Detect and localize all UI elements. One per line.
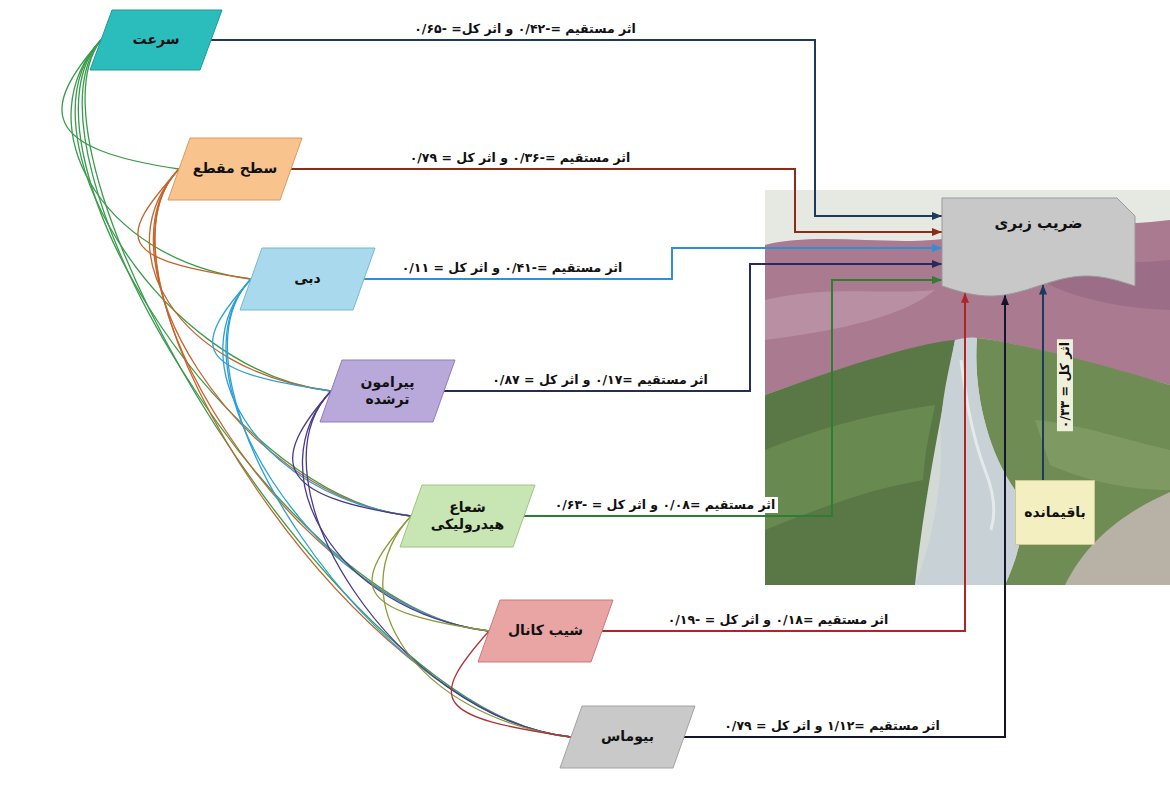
node-text-group: باقیمانده xyxy=(1024,504,1086,522)
para-outline-shape xyxy=(320,360,455,422)
node-text-group: شیب کانال xyxy=(502,622,589,640)
node-label: دبی xyxy=(264,270,351,288)
variable-box: شعاع هیدرولیکی xyxy=(400,485,535,547)
effect-arrow xyxy=(1042,285,1044,481)
correlation-curve xyxy=(306,391,571,737)
variable-box: بیوماس xyxy=(560,706,695,768)
effect-arrow xyxy=(684,295,1005,737)
effect-label: اثر مستقیم =۱/۱۲ و اثر کل = ۰/۷۹ xyxy=(721,718,943,734)
node-label: باقیمانده xyxy=(1024,504,1086,522)
rect-outline-shape xyxy=(1016,481,1095,545)
node-text-group: شعاع هیدرولیکی xyxy=(424,499,511,534)
correlation-curve xyxy=(153,169,411,516)
variable-box: شیب کانال xyxy=(478,600,613,662)
effect-label: اثر مستقیم =-۰/۳۶ و اثر کل = ۰/۷۹ xyxy=(407,150,634,166)
effect-label: اثر کل = ۰/۳۳ xyxy=(1057,339,1073,431)
variable-box: دبی xyxy=(240,248,375,310)
doc-outline xyxy=(942,198,1135,298)
variable-box: سطح مقطع xyxy=(168,138,302,200)
variable-box: سرعت xyxy=(90,10,222,70)
para-outline-shape xyxy=(400,485,535,547)
para-outline-shape xyxy=(478,600,613,662)
correlation-curve xyxy=(78,40,411,516)
para-outline-shape xyxy=(168,138,302,200)
node-text-group: بیوماس xyxy=(584,728,671,746)
effect-label: اثر مستقیم =۰/۱۸ و اثر کل = -۰/۱۹ xyxy=(665,612,892,628)
node-label: پیرامون ترشده xyxy=(344,374,431,409)
node-label: شعاع هیدرولیکی xyxy=(424,499,511,534)
effect-label: اثر مستقیم =-۰/۴۲ و اثر کل= -۰/۶۵ xyxy=(411,21,639,37)
node-label: سرعت xyxy=(114,31,198,49)
node-text-group: پیرامون ترشده xyxy=(344,374,431,409)
effect-label: اثر مستقیم =۰/۰۸ و اثر کل = -۰/۶۳ xyxy=(552,497,779,513)
residual-box: باقیمانده xyxy=(1015,480,1095,545)
variable-box: پیرامون ترشده xyxy=(320,360,455,422)
para-outline-shape xyxy=(560,706,695,768)
correlation-curve xyxy=(226,279,489,631)
correlation-curve xyxy=(155,169,489,631)
effect-arrow xyxy=(291,169,942,232)
node-label: سطح مقطع xyxy=(192,160,278,178)
effect-arrow xyxy=(211,40,942,216)
node-text-group: دبی xyxy=(264,270,351,288)
effect-arrow xyxy=(602,293,965,631)
effect-label: اثر مستقیم =-۰/۴۱ و اثر کل = ۰/۱۱ xyxy=(399,260,626,276)
node-label: بیوماس xyxy=(584,728,671,746)
para-outline-shape xyxy=(90,10,222,70)
doc-outline-shape xyxy=(942,198,1135,296)
effect-arrow xyxy=(444,264,942,391)
correlation-curve xyxy=(227,279,571,737)
outcome-document: ضریب زبری xyxy=(942,198,1135,298)
para-outline-shape xyxy=(240,248,375,310)
correlation-curve xyxy=(75,40,331,391)
node-text-group: ضریب زبری xyxy=(995,198,1083,233)
node-label: شیب کانال xyxy=(502,622,589,640)
effect-arrow xyxy=(524,280,942,516)
node-label: ضریب زبری xyxy=(995,214,1083,233)
node-text-group: سطح مقطع xyxy=(192,160,278,178)
effect-label: اثر مستقیم =۰/۱۷ و اثر کل = ۰/۸۷ xyxy=(489,372,711,388)
node-text-group: سرعت xyxy=(114,31,198,49)
